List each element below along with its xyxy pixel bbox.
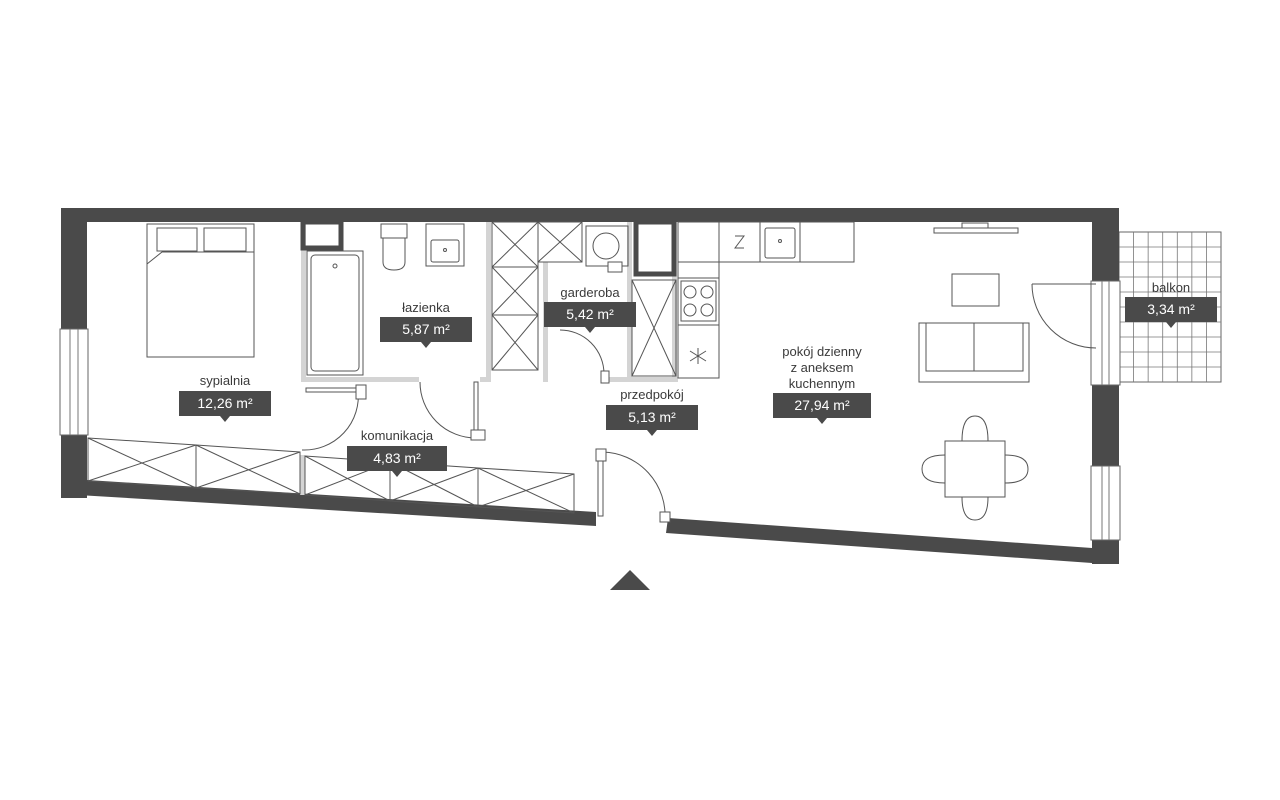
window-right-bottom	[1090, 465, 1121, 541]
sofa	[918, 322, 1030, 383]
window-right-top	[1090, 280, 1121, 386]
shafts	[300, 219, 677, 277]
room-name: przedpokój	[620, 387, 684, 402]
area-badge	[380, 317, 472, 348]
fridge-icon	[689, 348, 707, 364]
room-name: balkon	[1152, 280, 1190, 295]
tv-stand	[933, 222, 1019, 234]
coffee-table	[951, 273, 1000, 307]
bathroom-door	[419, 381, 486, 441]
room-label-garderoba: garderoba 5,42 m²	[544, 285, 636, 333]
room-area: 27,94 m²	[794, 397, 850, 413]
room-name: komunikacja	[361, 428, 434, 443]
bathroom-sink	[425, 223, 465, 267]
room-name: łazienka	[402, 300, 450, 315]
double-bed	[146, 223, 255, 358]
area-badge	[1125, 297, 1217, 328]
entrance-door	[595, 448, 671, 523]
area-badge	[544, 302, 636, 333]
room-label-balkon: balkon 3,34 m²	[1125, 280, 1217, 328]
walk-in-closet-shelves	[491, 221, 583, 371]
room-area: 5,13 m²	[628, 409, 676, 425]
hall-cabinet	[631, 279, 677, 377]
room-area: 5,87 m²	[402, 321, 450, 337]
room-area: 4,83 m²	[373, 450, 421, 466]
closet-door	[559, 329, 610, 384]
bedroom-door	[301, 384, 367, 451]
kitchen-sink	[764, 227, 796, 259]
room-name: sypialnia	[200, 373, 251, 388]
dining-set	[921, 415, 1029, 521]
room-area: 12,26 m²	[197, 395, 253, 411]
room-name: garderoba	[560, 285, 620, 300]
room-name: kuchennym	[789, 376, 855, 391]
room-labels: sypialnia 12,26 m² łazienka 5,87 m² garderob…	[179, 280, 1217, 477]
area-badge	[773, 393, 871, 424]
window-left	[59, 328, 89, 436]
room-label-przedpokoj: przedpokój 5,13 m²	[606, 387, 698, 436]
washing-machine	[585, 225, 629, 273]
entrance-arrow-icon	[610, 570, 650, 590]
kitchen-counter	[677, 221, 855, 379]
bathtub	[306, 250, 364, 376]
area-badge	[347, 446, 447, 477]
area-badge	[606, 405, 698, 436]
dishwasher-icon	[734, 235, 745, 249]
room-label-lazienka: łazienka 5,87 m²	[380, 300, 472, 348]
room-label-komunikacja: komunikacja 4,83 m²	[347, 428, 447, 477]
cooktop	[680, 280, 717, 322]
room-label-sypialnia: sypialnia 12,26 m²	[179, 373, 271, 422]
toilet	[380, 223, 408, 271]
area-badge	[179, 391, 271, 422]
room-name: z aneksem	[791, 360, 854, 375]
room-area: 3,34 m²	[1147, 301, 1195, 317]
bedroom-wardrobes	[87, 437, 575, 514]
room-name: pokój dzienny	[782, 344, 862, 359]
balcony-door	[1031, 283, 1097, 349]
room-area: 5,42 m²	[566, 306, 614, 322]
